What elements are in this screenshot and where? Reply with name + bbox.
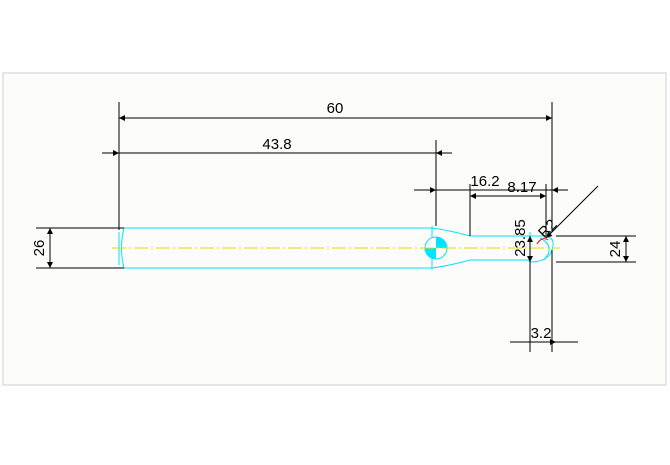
dim-text-neck: 16.2 <box>470 173 499 190</box>
dim-text-small-diameter: 23.85 <box>512 219 529 257</box>
radius-arc-marker <box>536 238 549 245</box>
dim-text-tip-width: 3.2 <box>531 325 552 342</box>
dim-text-tip-diameter: 24 <box>607 241 624 258</box>
neck-outline <box>470 235 528 261</box>
dim-text-shank-diameter: 26 <box>31 240 48 257</box>
dim-text-body: 43.8 <box>262 136 291 153</box>
radius-leader <box>545 185 599 239</box>
dimension-layer <box>36 102 636 352</box>
dimension-text-layer: 60 43.8 16.2 8.17 23.85 R2 26 24 3.2 <box>31 100 624 342</box>
dim-text-overall: 60 <box>327 100 344 117</box>
dim-text-tip-length: 8.17 <box>507 179 536 196</box>
drawing-sheet <box>2 72 667 386</box>
taper-outline <box>431 227 471 269</box>
